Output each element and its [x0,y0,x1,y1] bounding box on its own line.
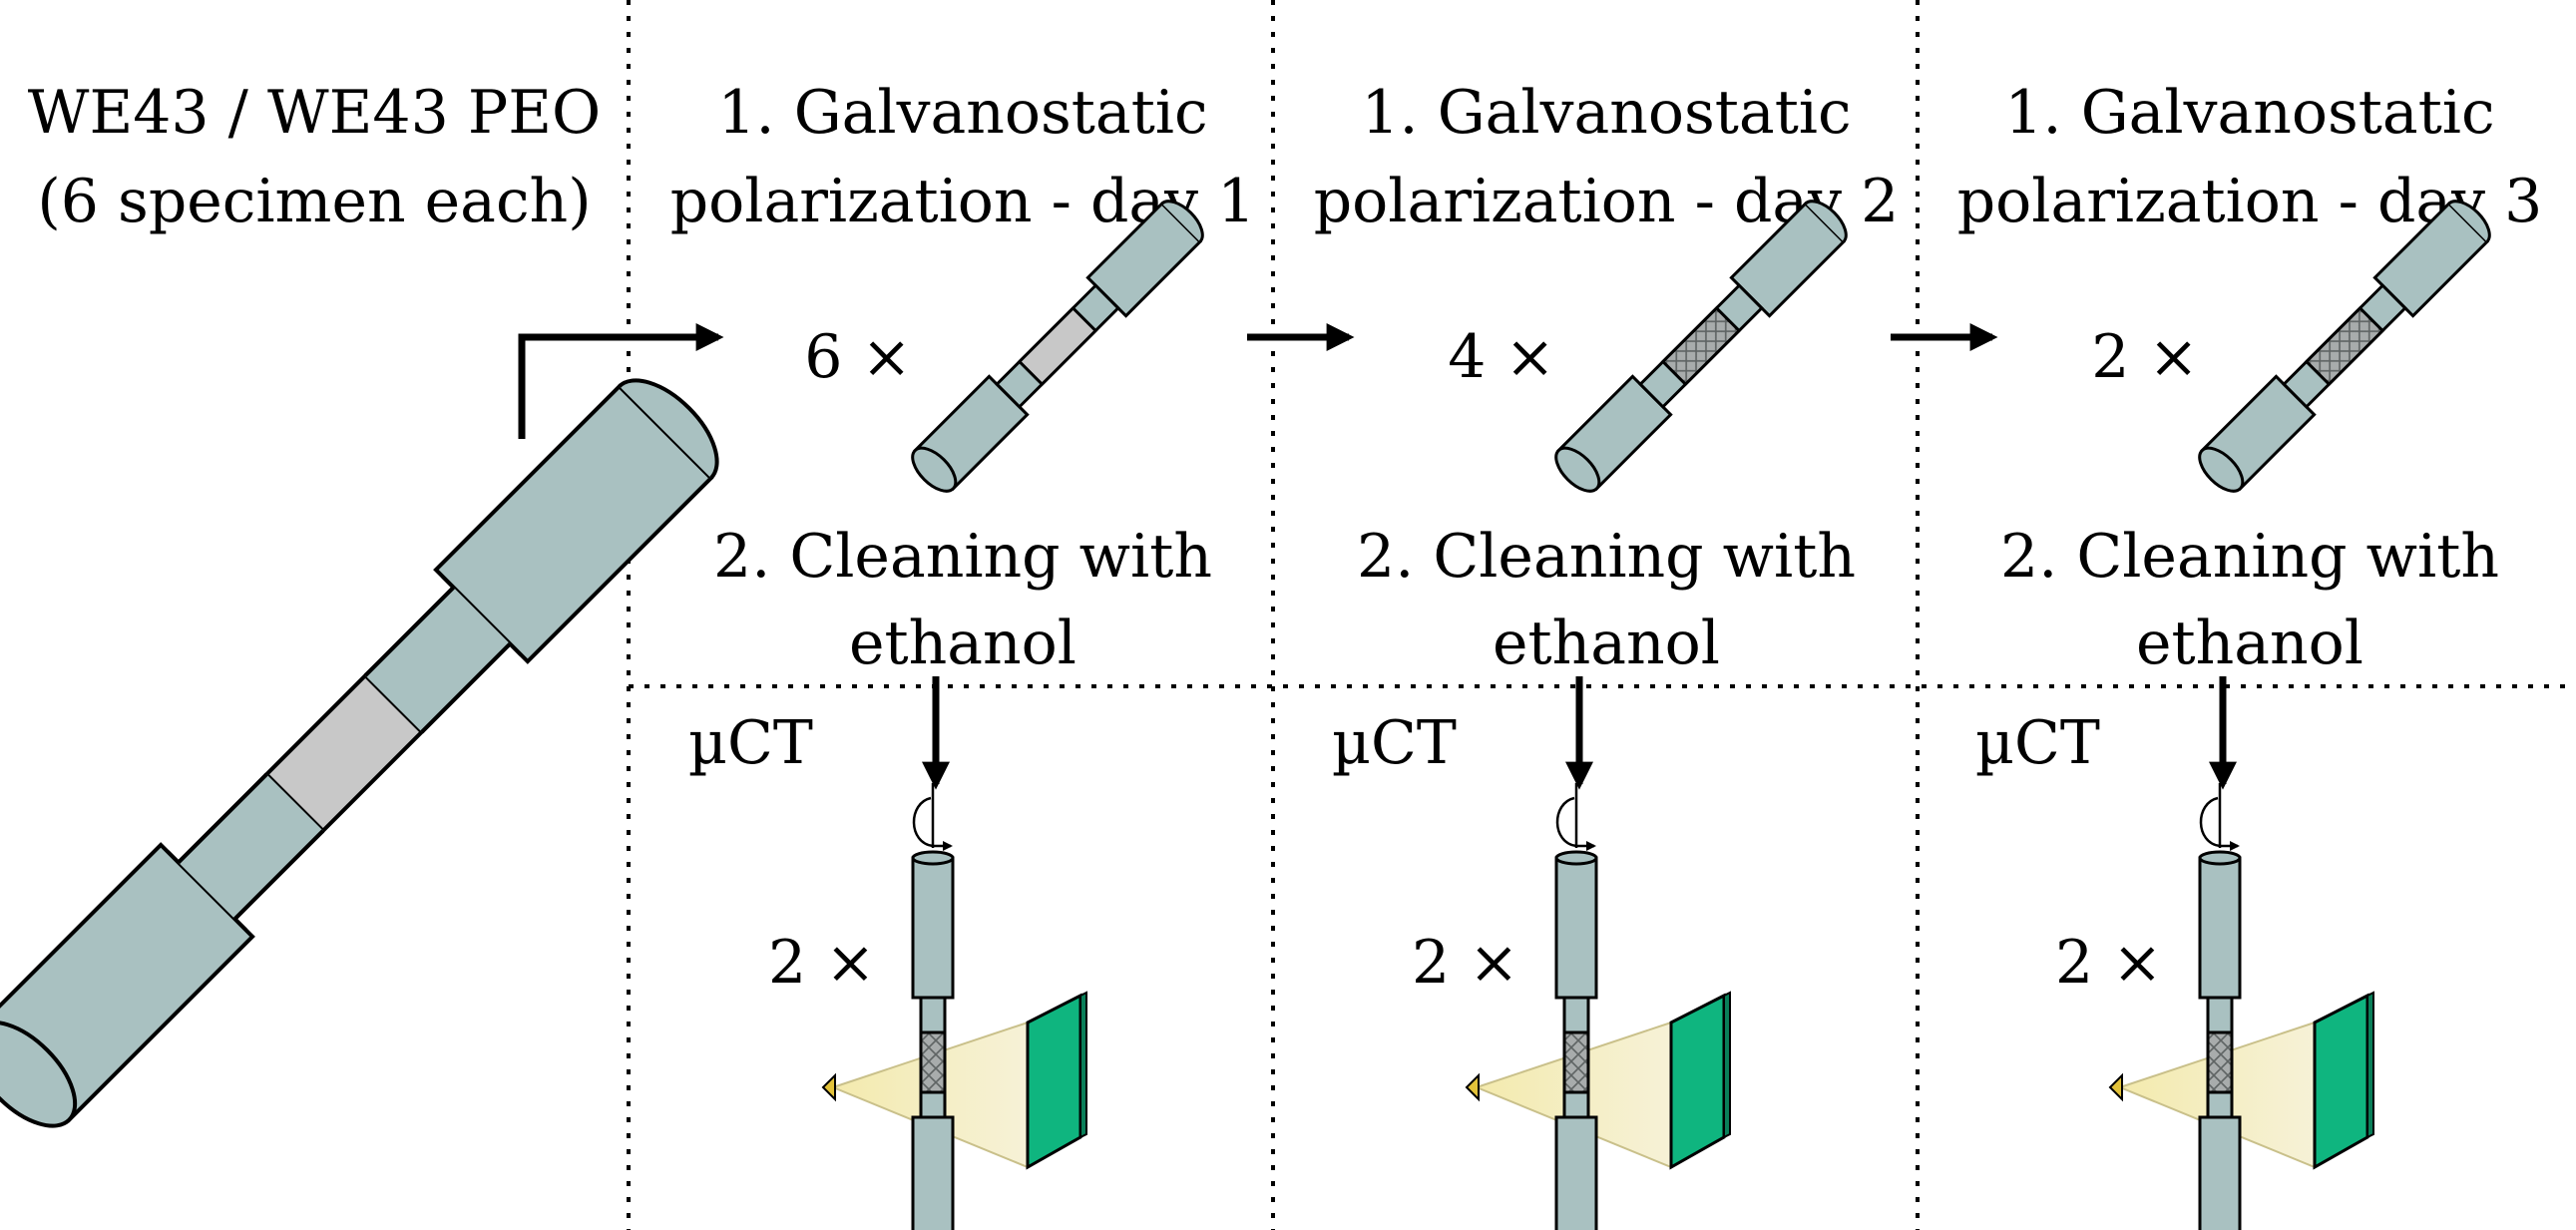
ct-count: 2 × [2055,928,2163,998]
detector-panel [1669,993,1726,1170]
step1-title-line1: 1. Galvanostatic [1361,78,1851,148]
xray-source-icon [821,1072,836,1102]
xray-source-icon [1465,1072,1480,1102]
step1-title-line1: 1. Galvanostatic [2004,78,2494,148]
ct-label: µCT [1975,708,2100,778]
ct-count: 2 × [1412,928,1519,998]
detector-panel [2313,993,2369,1170]
micro-ct-setup-icon [821,783,1087,1230]
initial-specimen-icon [0,378,719,1128]
specimen-count: 6 × [804,322,912,392]
step2-title-line1: 2. Cleaning with [713,522,1212,592]
specimen-count: 4 × [1448,322,1555,392]
polarized-specimen-icon [1554,200,1848,493]
polarized-specimen-icon [911,200,1204,493]
micro-ct-setup-icon [1465,783,1731,1230]
specimen-count: 2 × [2091,322,2199,392]
start-label-line1: WE43 / WE43 PEO [28,78,601,148]
ct-count: 2 × [768,928,876,998]
step2-title-line1: 2. Cleaning with [1357,522,1856,592]
start-label-line2: (6 specimen each) [37,167,591,236]
ct-label: µCT [1332,708,1457,778]
micro-ct-setup-icon [2108,783,2374,1230]
ct-label: µCT [688,708,813,778]
step2-title-line2: ethanol [2136,609,2363,678]
step1-title-line1: 1. Galvanostatic [717,78,1207,148]
xray-source-icon [2108,1072,2123,1102]
step2-title-line1: 2. Cleaning with [2000,522,2499,592]
polarized-specimen-icon [2198,200,2491,493]
step2-title-line2: ethanol [1493,609,1720,678]
detector-panel [1026,993,1082,1170]
step2-title-line2: ethanol [849,609,1076,678]
start-arrow [518,323,724,439]
dotted-dividers [627,0,2576,1230]
